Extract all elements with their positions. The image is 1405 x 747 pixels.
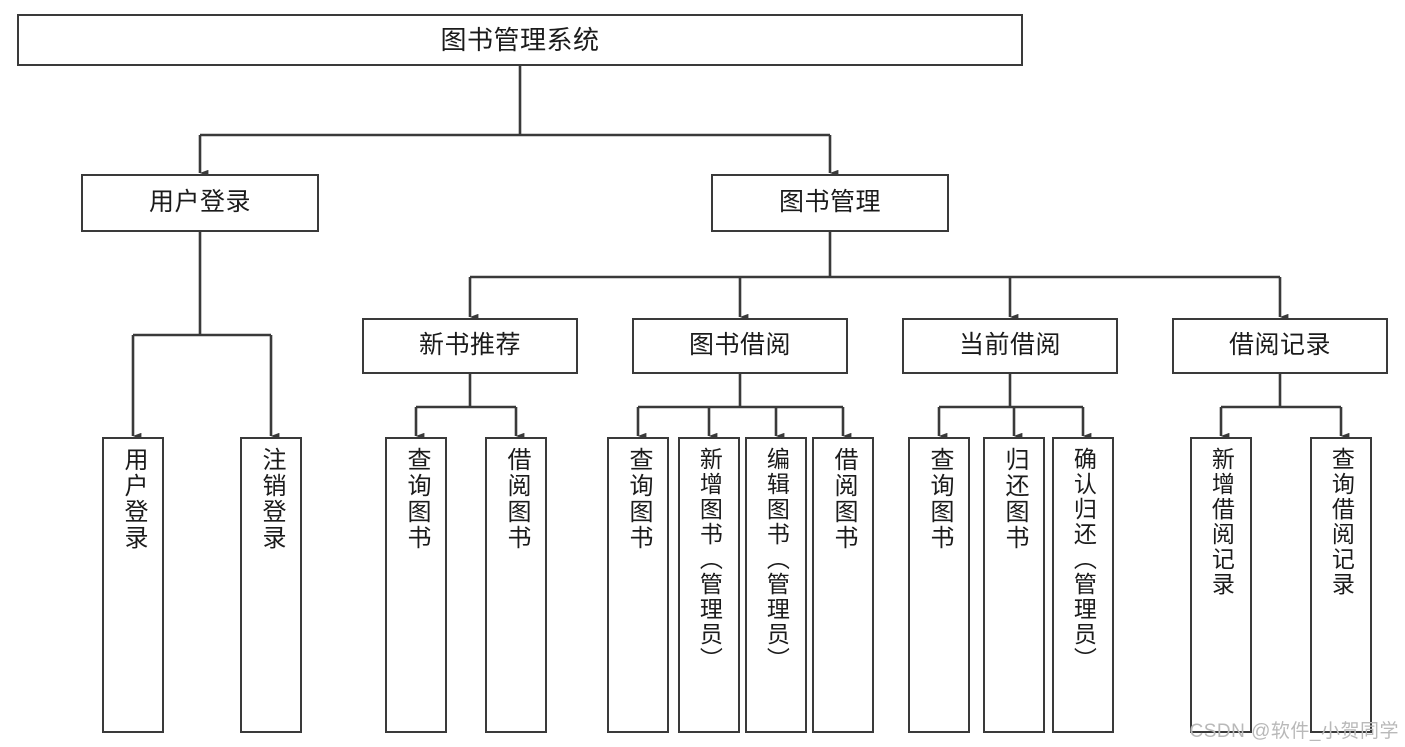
node-label: 借阅记录 [1228, 331, 1331, 360]
node-label: 借阅图书 [502, 447, 530, 551]
watermark-text: CSDN @软件_小贺同学 [1189, 721, 1399, 742]
node-label: 用户登录 [119, 447, 147, 551]
node-l-logout[interactable]: 注销登录 [240, 437, 302, 733]
node-label: 查询图书 [402, 447, 430, 551]
node-records[interactable]: 借阅记录 [1172, 318, 1388, 374]
node-current[interactable]: 当前借阅 [902, 318, 1118, 374]
node-l-bw-edit[interactable]: 编辑图书（管理员） [745, 437, 807, 733]
node-login[interactable]: 用户登录 [81, 174, 319, 232]
node-l-nb-query[interactable]: 查询图书 [385, 437, 447, 733]
node-l-bw-query[interactable]: 查询图书 [607, 437, 669, 733]
node-label: 查询图书 [925, 447, 953, 551]
node-l-cu-query[interactable]: 查询图书 [908, 437, 970, 733]
node-label: 当前借阅 [958, 331, 1061, 360]
node-label: 借阅图书 [829, 447, 857, 551]
node-label: 新增图书（管理员） [696, 447, 723, 672]
node-label: 确认归还（管理员） [1070, 447, 1097, 672]
node-l-cu-confirm[interactable]: 确认归还（管理员） [1052, 437, 1114, 733]
node-label: 新书推荐 [418, 331, 521, 360]
node-label: 查询借阅记录 [1328, 447, 1355, 597]
node-label: 新增借阅记录 [1208, 447, 1235, 597]
node-l-cu-return[interactable]: 归还图书 [983, 437, 1045, 733]
node-bookmgmt[interactable]: 图书管理 [711, 174, 949, 232]
node-l-rc-query[interactable]: 查询借阅记录 [1310, 437, 1372, 733]
node-l-rc-add[interactable]: 新增借阅记录 [1190, 437, 1252, 733]
node-l-nb-borrow[interactable]: 借阅图书 [485, 437, 547, 733]
node-label: 图书管理系统 [440, 24, 600, 55]
node-l-bw-add[interactable]: 新增图书（管理员） [678, 437, 740, 733]
node-label: 用户登录 [148, 188, 251, 217]
node-borrow[interactable]: 图书借阅 [632, 318, 848, 374]
node-label: 查询图书 [624, 447, 652, 551]
node-label: 图书管理 [778, 188, 881, 217]
node-l-bw-borrow[interactable]: 借阅图书 [812, 437, 874, 733]
node-label: 归还图书 [1000, 447, 1028, 551]
node-label: 编辑图书（管理员） [763, 447, 790, 672]
node-newbook[interactable]: 新书推荐 [362, 318, 578, 374]
node-label: 注销登录 [257, 447, 285, 551]
node-l-login[interactable]: 用户登录 [102, 437, 164, 733]
node-root[interactable]: 图书管理系统 [17, 14, 1023, 66]
node-label: 图书借阅 [688, 331, 791, 360]
